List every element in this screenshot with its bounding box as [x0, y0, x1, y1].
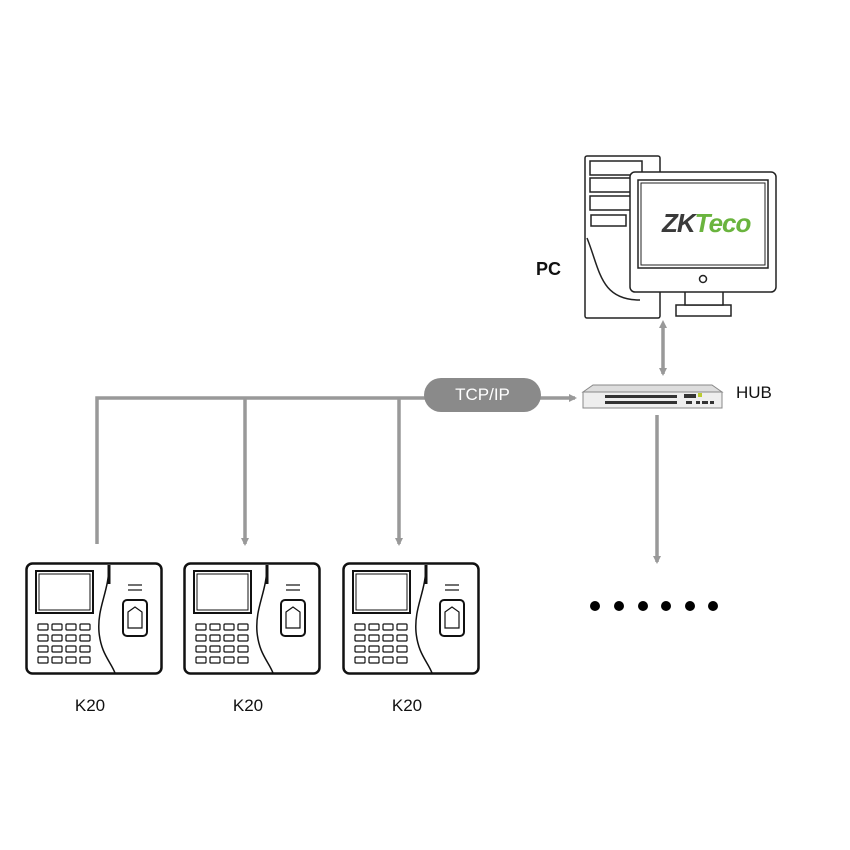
logo-part-teco: Teco	[694, 208, 752, 238]
pc-monitor-icon	[629, 171, 777, 317]
device-label-2: K20	[232, 696, 264, 715]
more-devices-ellipsis	[590, 601, 718, 611]
k20-device-icon-1	[25, 562, 163, 675]
hub-label: HUB	[736, 383, 772, 402]
device-label-1: K20	[74, 696, 106, 715]
zkteco-logo: ZKTeco	[662, 208, 752, 239]
k20-device-icon-3	[342, 562, 480, 675]
hub-icon	[581, 384, 724, 409]
tcpip-label: TCP/IP	[424, 378, 541, 412]
logo-part-zk: ZK	[662, 208, 696, 238]
connection-lines	[95, 320, 667, 564]
device-label-3: K20	[391, 696, 423, 715]
pc-label: PC	[536, 259, 562, 279]
k20-device-icon-2	[183, 562, 321, 675]
